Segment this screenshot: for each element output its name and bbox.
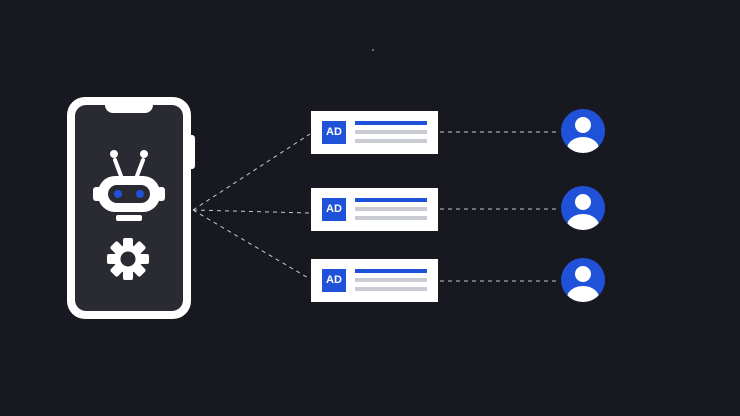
robot-icon [93, 150, 165, 221]
ad-headline-line [355, 269, 427, 273]
ad-badge: AD [322, 121, 346, 144]
ad-badge: AD [322, 269, 346, 292]
user-icon [561, 258, 605, 302]
phone-side-button [190, 135, 195, 169]
ad-text-line [355, 278, 427, 282]
ad-text-line [355, 207, 427, 211]
ad-headline-line [355, 198, 427, 202]
ad-headline-line [355, 121, 427, 125]
connector-phone-to-ad-1 [192, 133, 311, 211]
phone-notch [105, 105, 153, 113]
ad-card-2: AD [311, 188, 438, 231]
ad-text-line [355, 216, 427, 220]
user-icon [561, 109, 605, 153]
user-icon [561, 186, 605, 230]
ad-text-line [355, 130, 427, 134]
ad-badge: AD [322, 198, 346, 221]
ad-card-1: AD [311, 111, 438, 154]
ad-text-line [355, 139, 427, 143]
ad-text-line [355, 287, 427, 291]
gear-icon [107, 238, 149, 280]
connector-phone-to-ad-2 [192, 209, 311, 214]
connector-phone-to-ad-3 [192, 209, 311, 280]
ad-card-3: AD [311, 259, 438, 302]
decorative-dot [372, 49, 374, 51]
